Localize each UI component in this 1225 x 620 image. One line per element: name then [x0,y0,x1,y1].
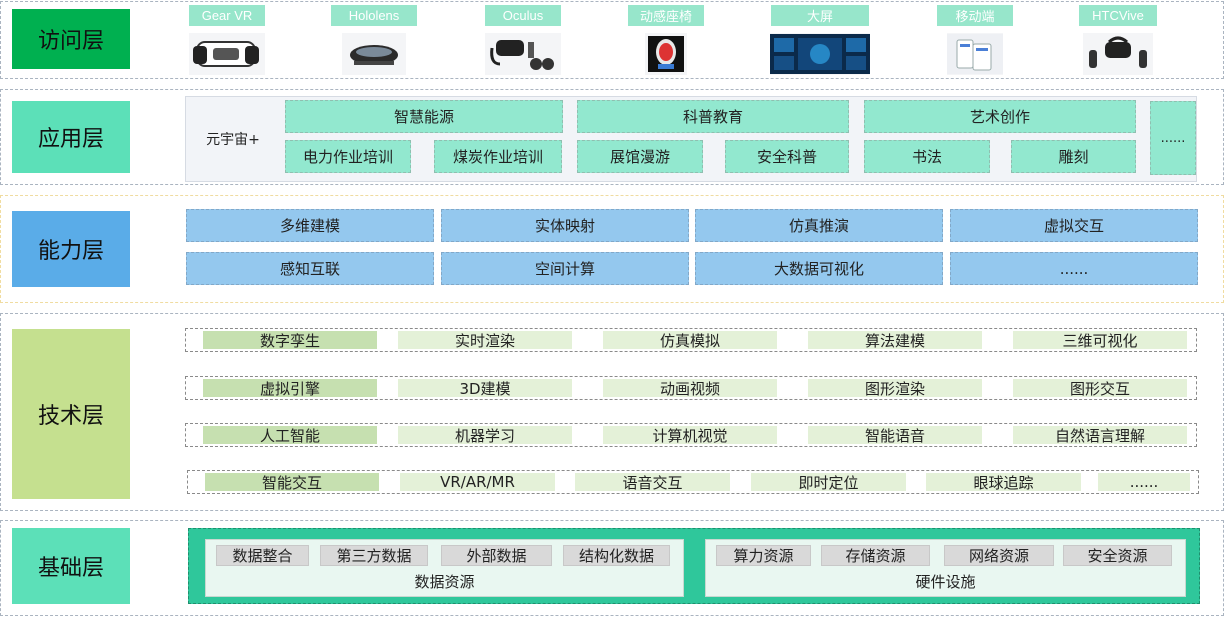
htc-vive-icon [1083,33,1153,75]
technology-item: 图形渲染 [808,379,982,398]
capability-layer-band [0,195,1224,303]
mobile-device-icon [947,33,1003,75]
device-label: 动感座椅 [628,5,704,26]
motion-seat-icon [645,33,687,75]
capability-item: 感知互联 [186,252,434,285]
capability-item: 虚拟交互 [950,209,1198,242]
metaverse-prefix: 元宇宙+ [206,132,260,148]
hardware-resource-item: 网络资源 [944,545,1054,566]
application-item: 电力作业培训 [285,140,411,173]
technology-row [187,470,1199,494]
hardware-resource-item: 存储资源 [821,545,930,566]
application-group-title: 智慧能源 [285,100,563,133]
technology-category: 虚拟引擎 [203,379,377,398]
capability-item: 大数据可视化 [695,252,943,285]
technology-layer-label: 技术层 [12,329,130,499]
technology-item: 眼球追踪 [926,473,1081,492]
technology-item: 仿真模拟 [603,331,777,350]
technology-item: 智能语音 [808,426,982,445]
technology-item: 算法建模 [808,331,982,350]
technology-item: ...... [1098,473,1190,491]
technology-row [185,423,1197,447]
capability-item: 空间计算 [441,252,689,285]
ar-glasses-icon [342,33,406,75]
capability-item: 仿真推演 [695,209,943,242]
technology-item: 机器学习 [398,426,572,445]
capability-item: ...... [950,252,1198,285]
technology-row [185,376,1197,400]
technology-item: 图形交互 [1013,379,1187,398]
device-label: 移动端 [937,5,1013,26]
technology-category: 智能交互 [205,473,379,492]
technology-item: 计算机视觉 [603,426,777,445]
capability-layer-label: 能力层 [12,211,130,287]
access-layer-label: 访问层 [12,9,130,69]
large-screen-icon [770,33,870,75]
hardware-caption: 硬件设施 [915,572,976,591]
application-layer-band [0,89,1224,185]
foundation-layer-band [0,520,1224,616]
access-layer-band [0,1,1224,79]
technology-item: 三维可视化 [1013,331,1187,350]
capability-item: 实体映射 [441,209,689,242]
data-resource-item: 第三方数据 [320,545,428,566]
device-label: Oculus [485,5,561,26]
device-label: 大屏 [771,5,869,26]
application-item: 安全科普 [725,140,849,173]
oculus-kit-icon [485,33,561,75]
technology-item: VR/AR/MR [400,473,555,491]
device-label: HTCVive [1079,5,1157,26]
technology-item: 语音交互 [575,473,730,492]
vr-headset-icon [189,33,265,75]
hardware-resource-item: 算力资源 [716,545,811,566]
data-resource-item: 数据整合 [216,545,309,566]
application-item: 煤炭作业培训 [434,140,562,173]
application-group-title: 科普教育 [577,100,849,133]
application-group-title: 艺术创作 [864,100,1136,133]
application-more: ...... [1150,101,1196,175]
device-label: Gear VR [189,5,265,26]
data-resources-caption: 数据资源 [414,572,475,591]
technology-item: 即时定位 [751,473,906,492]
data-resource-item: 外部数据 [441,545,552,566]
technology-item: 动画视频 [603,379,777,398]
technology-layer-band [0,313,1224,511]
application-item: 书法 [864,140,990,173]
application-item: 雕刻 [1011,140,1136,173]
technology-item: 自然语言理解 [1013,426,1187,445]
technology-category: 数字孪生 [203,331,377,350]
technology-item: 实时渲染 [398,331,572,350]
device-label: Hololens [331,5,417,26]
technology-row [185,328,1197,352]
application-item: 展馆漫游 [577,140,703,173]
application-layer-label: 应用层 [12,101,130,173]
foundation-layer-label: 基础层 [12,528,130,604]
technology-category: 人工智能 [203,426,377,445]
data-resource-item: 结构化数据 [563,545,670,566]
hardware-resource-item: 安全资源 [1063,545,1172,566]
technology-item: 3D建模 [398,379,572,398]
capability-item: 多维建模 [186,209,434,242]
